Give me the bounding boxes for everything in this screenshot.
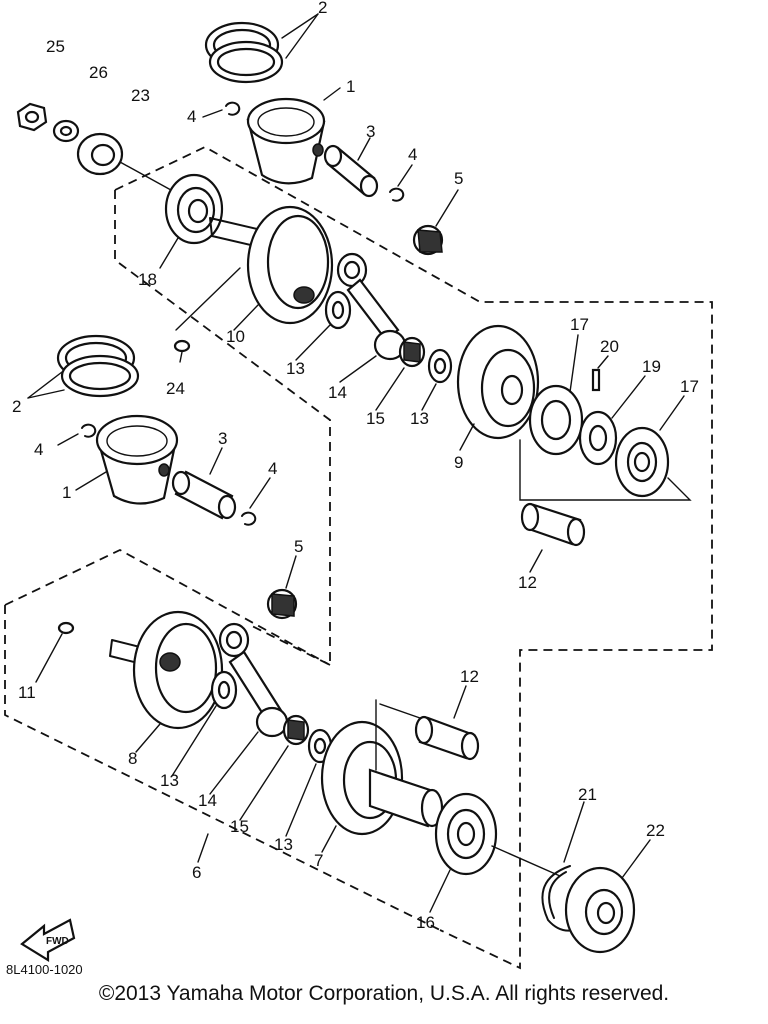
bearing-16 [434, 792, 498, 876]
lower-crank-assembly-outline-left [4, 605, 441, 931]
bearing-17-left [528, 384, 584, 456]
label-17-left: 17 [570, 315, 589, 334]
label-14-lower: 14 [198, 791, 217, 810]
nut-25 [16, 102, 48, 132]
key-24 [173, 339, 191, 353]
label-20: 20 [600, 337, 619, 356]
label-4-lower-b: 4 [268, 459, 277, 478]
crank-pin-lower [218, 622, 250, 658]
needle-bearing-5-upper [412, 224, 444, 256]
label-1-lower: 1 [62, 483, 71, 502]
label-18: 18 [138, 270, 157, 289]
label-12-upper: 12 [518, 573, 537, 592]
piston-rings-2-upper [204, 21, 284, 84]
connecting-rod-14-upper [346, 278, 407, 361]
label-4-upper-b: 4 [408, 145, 417, 164]
washer-26 [52, 119, 80, 143]
label-5-lower: 5 [294, 537, 303, 556]
label-12-lower: 12 [460, 667, 479, 686]
label-15-upper: 15 [366, 409, 385, 428]
clip-4-upper-b [389, 187, 405, 202]
label-25: 25 [46, 37, 65, 56]
needle-bearing-15-upper [398, 336, 426, 368]
label-13-upper-a: 13 [286, 359, 305, 378]
label-10: 10 [226, 327, 245, 346]
piston-1-lower [95, 414, 179, 505]
upper-crank-assembly-outline-left [114, 190, 331, 667]
crank-pin-12-lower [414, 715, 480, 761]
connecting-rod-14-lower [228, 650, 289, 738]
bearing-18 [164, 173, 224, 245]
label-11: 11 [18, 683, 36, 702]
crank-web-7 [320, 720, 444, 836]
label-1-upper: 1 [346, 77, 355, 96]
needle-bearing-15-lower [282, 714, 310, 746]
label-13-upper-b: 13 [410, 409, 429, 428]
label-7: 7 [314, 851, 323, 870]
label-3-lower: 3 [218, 429, 227, 448]
label-3-upper: 3 [366, 122, 375, 141]
collar-19 [578, 410, 618, 466]
label-6: 6 [192, 863, 201, 882]
label-23: 23 [131, 86, 150, 105]
piston-pin-3-lower [171, 470, 237, 520]
label-26: 26 [89, 63, 108, 82]
washer-13-upper-a [324, 290, 352, 330]
forward-arrow-icon: FWD [20, 918, 76, 962]
clip-4-lower-a [81, 423, 97, 438]
oil-seal-22 [564, 866, 636, 954]
crank-web-9 [456, 324, 540, 440]
label-4-lower-a: 4 [34, 440, 43, 459]
crank-web-10 [246, 205, 334, 325]
piston-pin-3-upper [323, 144, 379, 198]
clip-4-lower-b [241, 511, 257, 526]
washer-13-upper-b [427, 348, 453, 384]
label-14-upper: 14 [328, 383, 347, 402]
label-24: 24 [166, 379, 185, 398]
label-5-upper: 5 [454, 169, 463, 188]
pin-20 [591, 368, 601, 392]
label-16: 16 [416, 913, 435, 932]
label-9: 9 [454, 453, 463, 472]
copyright-notice: ©2013 Yamaha Motor Corporation, U.S.A. A… [98, 982, 670, 1005]
crank-web-8 [132, 610, 224, 730]
label-17-right: 17 [680, 377, 699, 396]
label-19: 19 [642, 357, 661, 376]
label-2-lower: 2 [12, 397, 21, 416]
piston-rings-2-lower [56, 334, 140, 398]
label-8: 8 [128, 749, 137, 768]
label-2-upper: 2 [318, 0, 327, 17]
diagram-code: 8L4100-1020 [6, 962, 83, 977]
fwd-label: FWD [46, 936, 69, 947]
upper-crank-assembly-outline [114, 145, 713, 970]
label-22: 22 [646, 821, 665, 840]
clip-4-upper-a [225, 101, 241, 116]
lower-crank-assembly-outline [4, 548, 331, 666]
label-4-upper-a: 4 [187, 107, 196, 126]
washer-13-lower-a [210, 670, 238, 710]
crank-pin-upper [336, 252, 368, 288]
label-13-lower-a: 13 [160, 771, 179, 790]
label-15-lower: 15 [230, 817, 249, 836]
bearing-17-right [614, 426, 670, 498]
piston-1-upper [246, 97, 326, 185]
label-13-lower-b: 13 [274, 835, 293, 854]
crank-pin-12-upper [520, 502, 586, 547]
oil-seal-23 [76, 132, 124, 176]
needle-bearing-5-lower [266, 588, 298, 620]
label-21: 21 [578, 785, 597, 804]
key-11 [57, 621, 75, 635]
